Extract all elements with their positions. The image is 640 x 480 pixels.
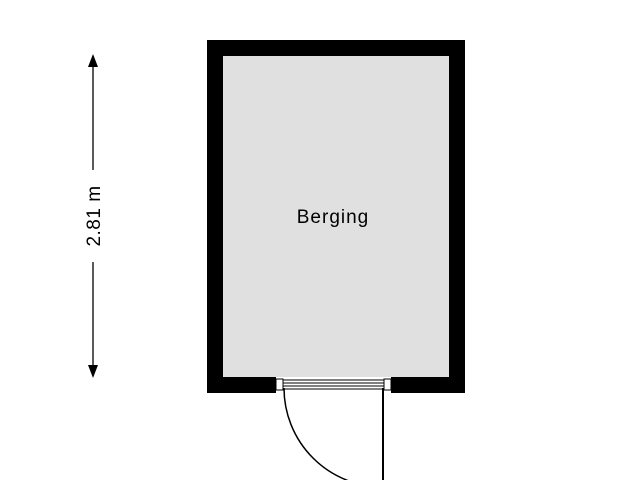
door-jamb-right: [383, 378, 392, 391]
arrow-down-icon: [88, 365, 98, 378]
arrow-up-icon: [88, 54, 98, 67]
room-floor: [223, 56, 449, 377]
dimension-line: [88, 54, 98, 378]
room-label: Berging: [297, 207, 370, 228]
dimension-label: 2.81 m: [84, 185, 105, 246]
door-swing-arc: [283, 387, 349, 480]
door-jamb-left: [275, 378, 284, 391]
door-threshold: [283, 379, 384, 390]
